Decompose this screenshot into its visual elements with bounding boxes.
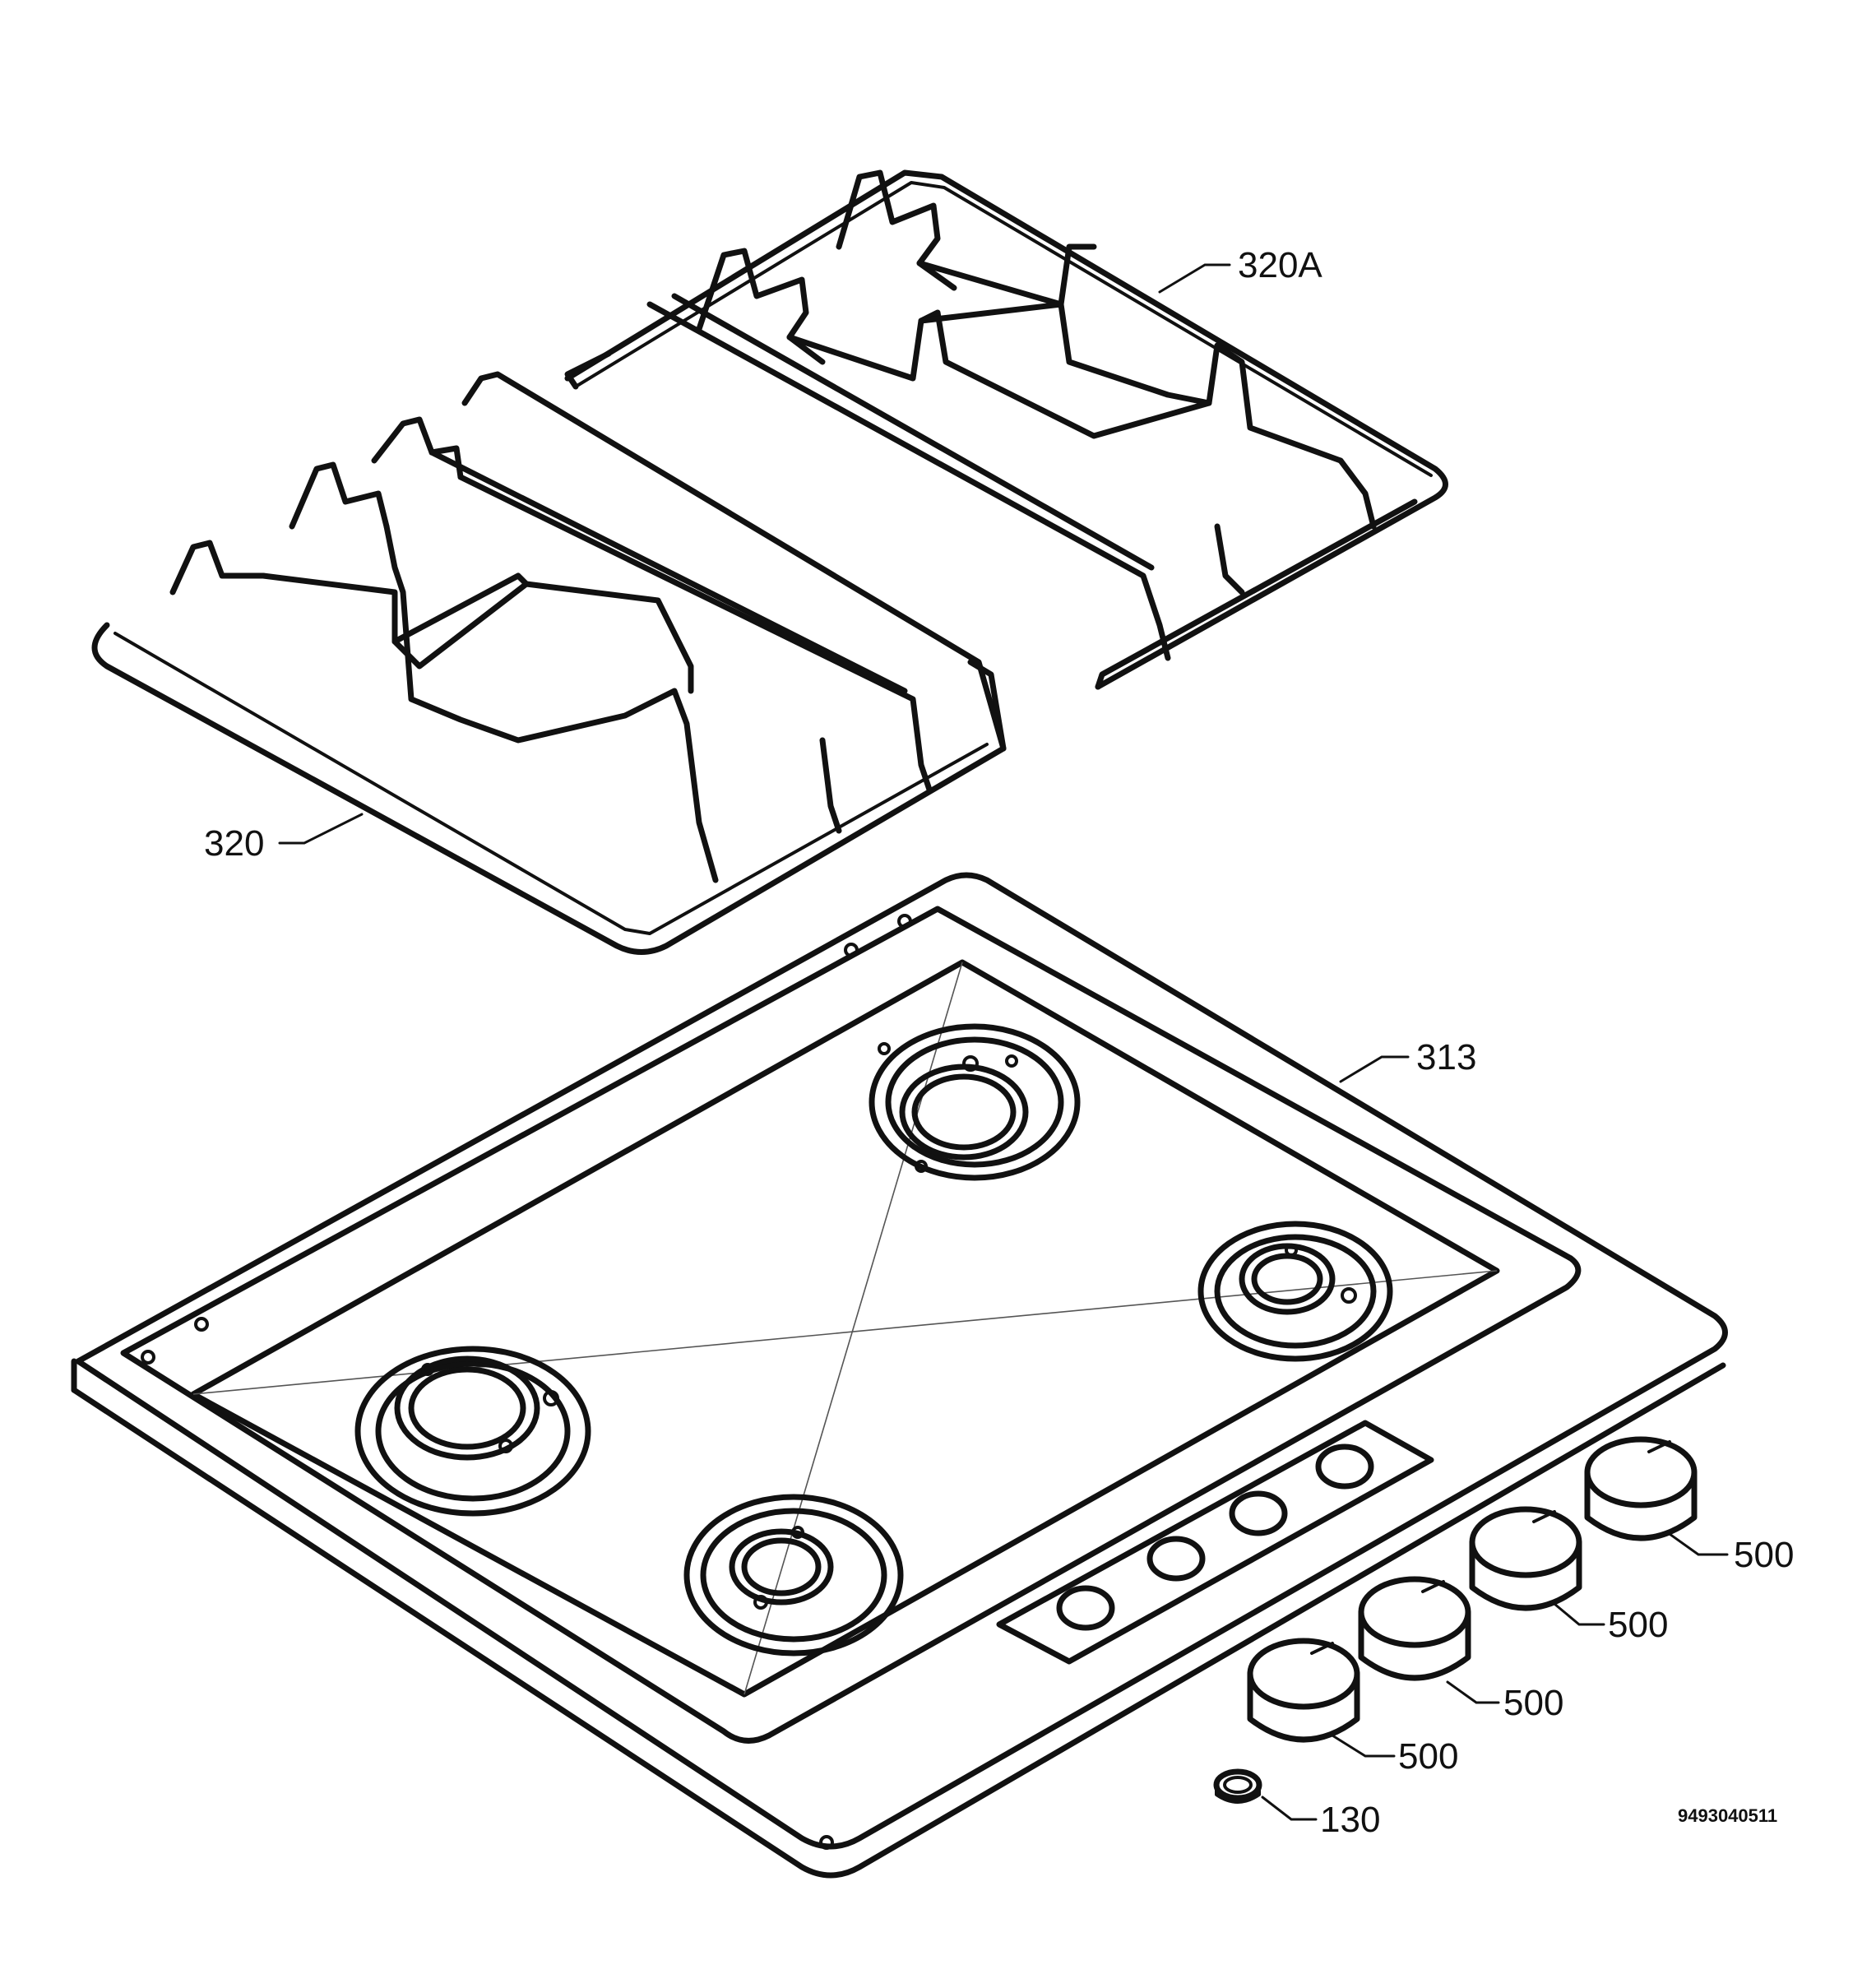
leader-500-rear (1668, 1532, 1729, 1556)
leader-500-second (1446, 1680, 1500, 1704)
callout-130: 130 (1320, 1800, 1380, 1840)
leader-130 (1261, 1796, 1318, 1821)
pan-support-320 (91, 371, 1007, 955)
leader-500-third (1553, 1602, 1605, 1626)
leader-320 (278, 813, 364, 845)
burner-rear (869, 1023, 1081, 1181)
leader-320a (1158, 263, 1231, 294)
document-number: 9493040511 (1678, 1805, 1777, 1826)
knob-500-front (1247, 1638, 1360, 1743)
knob-500-second (1358, 1576, 1471, 1681)
callout-500-front: 500 (1398, 1736, 1458, 1777)
callout-500-second: 500 (1503, 1683, 1563, 1723)
burner-left (354, 1346, 591, 1517)
leader-500-front (1331, 1734, 1396, 1758)
burner-front (683, 1494, 904, 1657)
burner-right (1197, 1221, 1393, 1362)
knob-500-third (1469, 1506, 1582, 1611)
callout-313: 313 (1416, 1037, 1476, 1077)
knob-500-rear (1584, 1436, 1698, 1541)
callout-320: 320 (204, 823, 264, 864)
hob-top-313 (71, 872, 1728, 1879)
ring-130 (1213, 1768, 1262, 1804)
control-panel (996, 1420, 1434, 1665)
leader-313 (1339, 1055, 1410, 1083)
pan-support-320a (564, 169, 1448, 690)
callout-320a: 320A (1238, 245, 1322, 285)
callout-500-third: 500 (1608, 1605, 1668, 1645)
callout-500-rear: 500 (1734, 1535, 1794, 1575)
